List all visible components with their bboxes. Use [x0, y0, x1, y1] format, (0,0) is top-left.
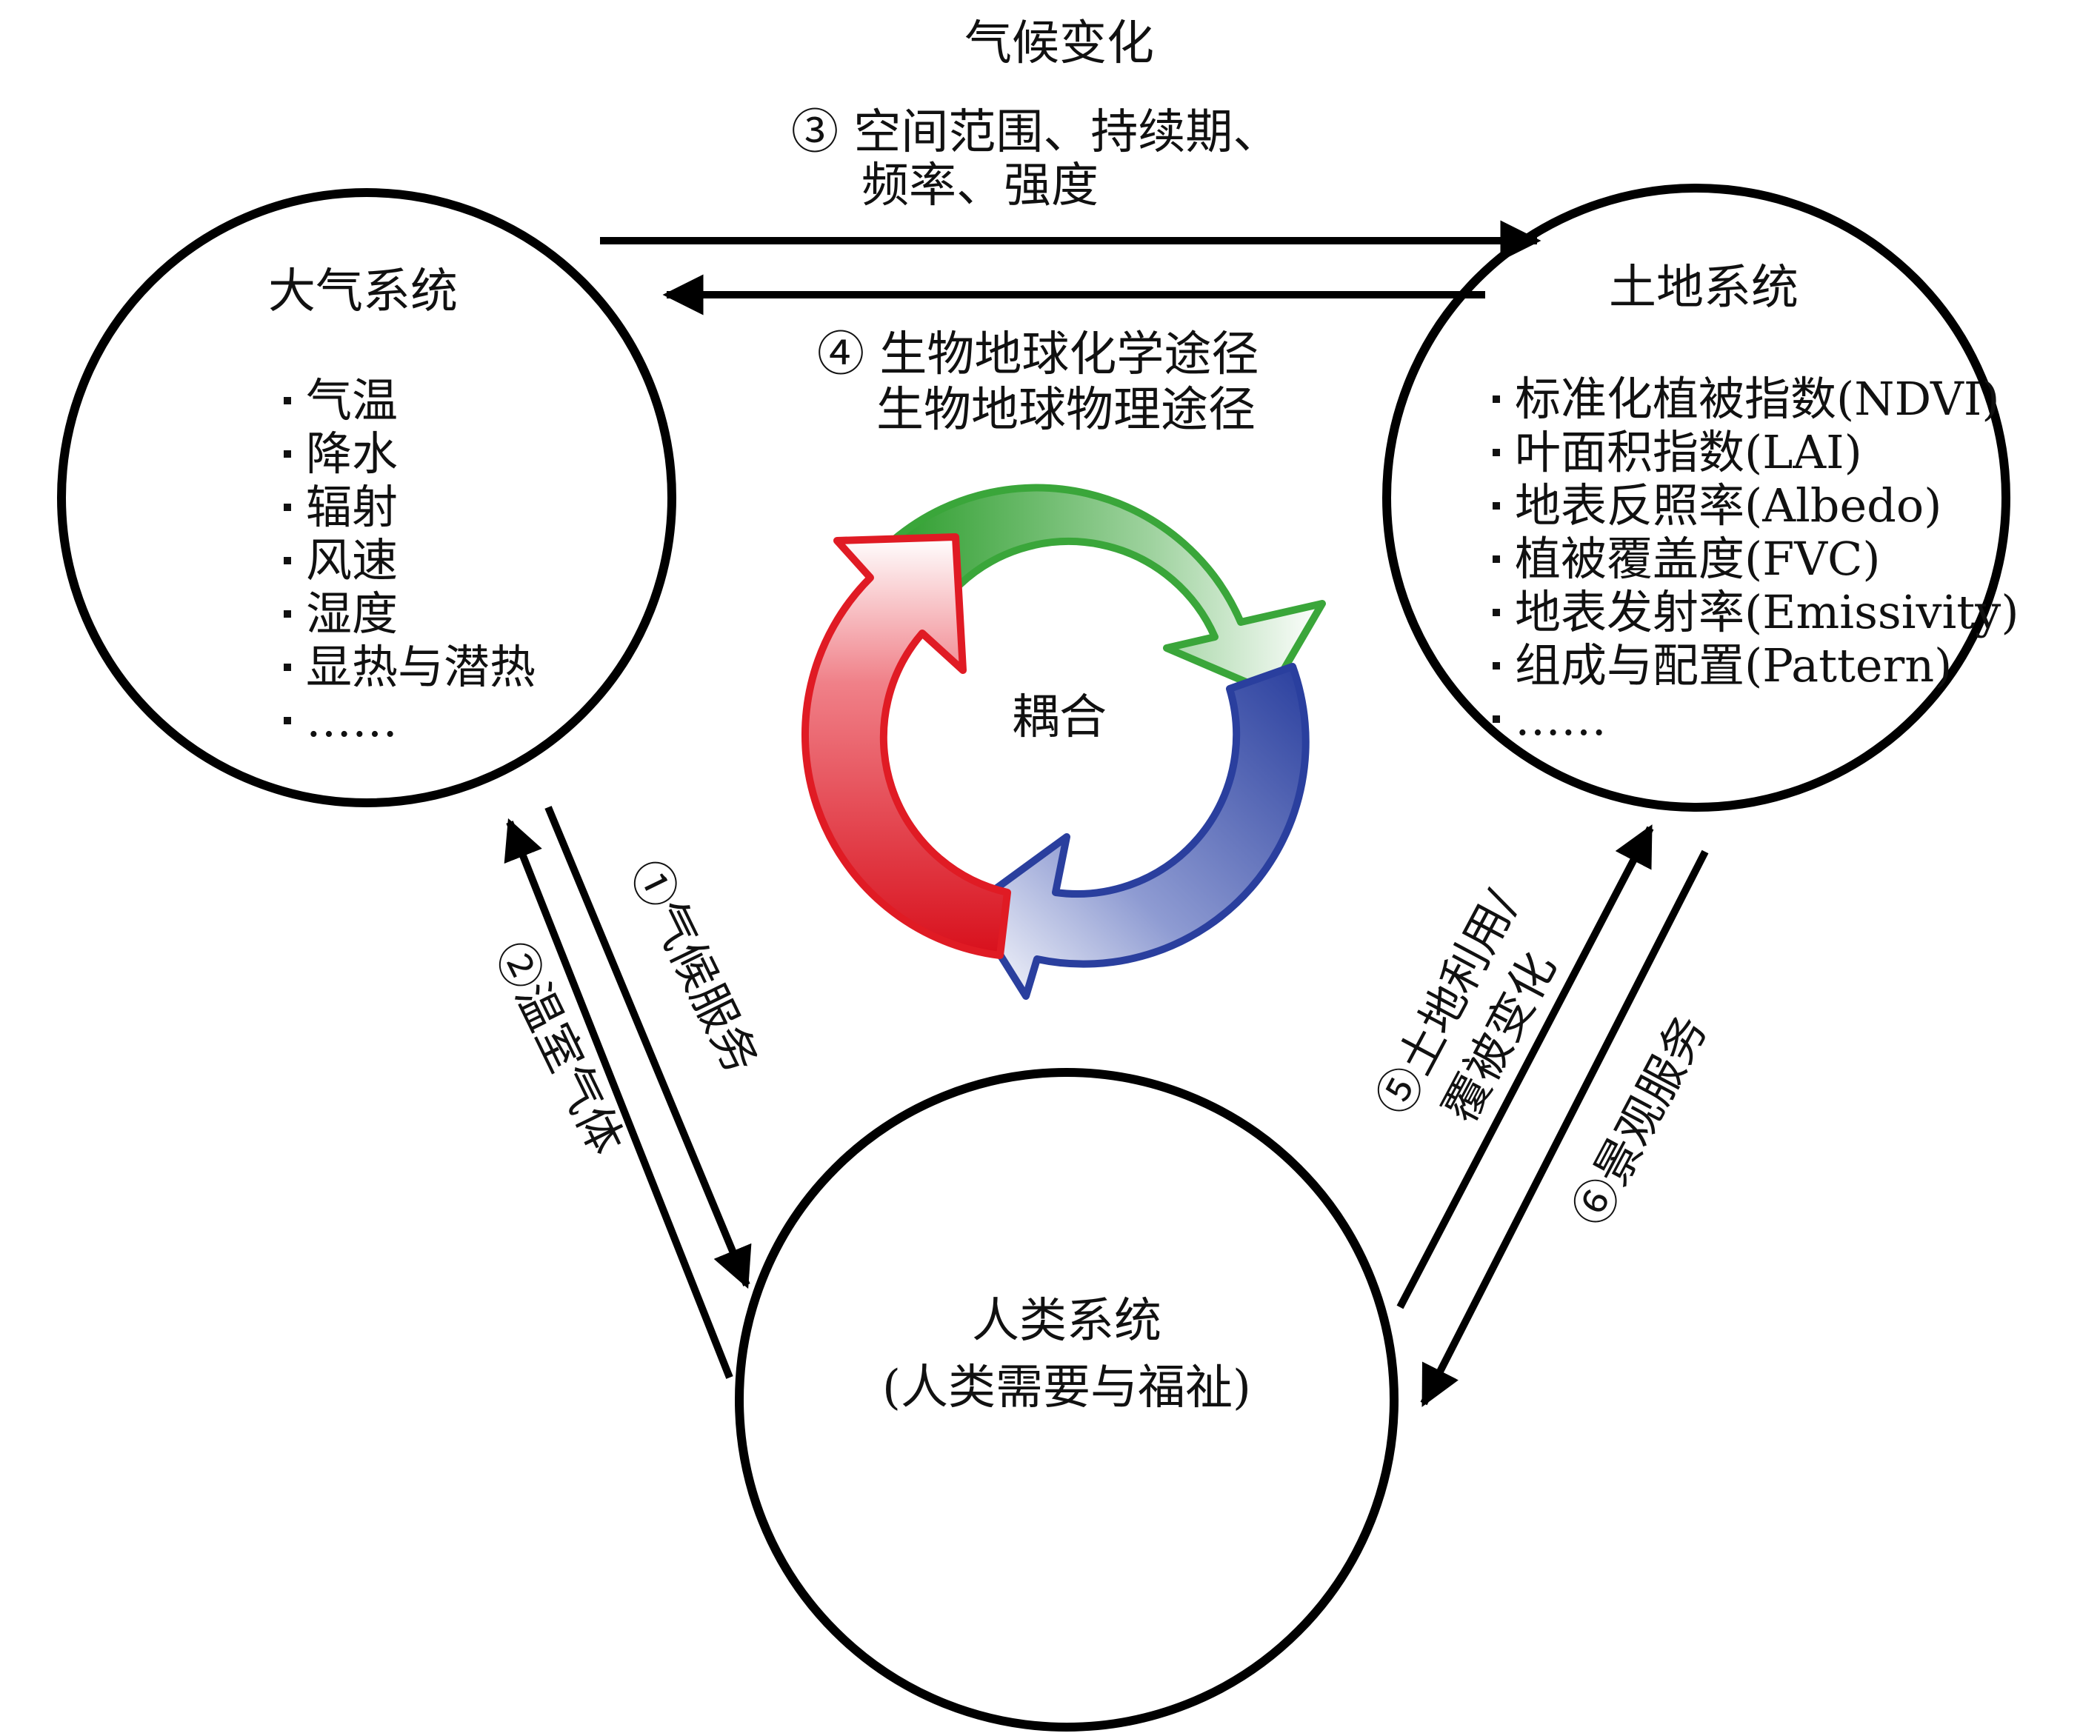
land-bullet [1493, 449, 1500, 456]
land-item: …… [1515, 692, 1607, 746]
climate-change-title: 气候变化 [964, 16, 1154, 71]
cycle-arrow-green [889, 484, 1326, 696]
atmosphere-item: 气温 [306, 373, 398, 427]
atmosphere-title: 大气系统 [268, 264, 458, 319]
land-item: 标准化植被指数(NDVI) [1515, 372, 2000, 426]
land-bullet [1493, 609, 1500, 616]
land-item: 植被覆盖度(FVC) [1515, 532, 1881, 586]
arrow-3-label-line1: ③ 空间范围、持续期、 [791, 105, 1280, 160]
land-bullet [1493, 502, 1500, 510]
land-item: 地表发射率(Emissivity) [1515, 585, 2019, 639]
arrow-4-label-line1: ④ 生物地球化学途径 [817, 327, 1259, 382]
cycle-arrow-blue [967, 663, 1310, 1000]
human-title: 人类系统 [972, 1294, 1161, 1349]
land-bullet [1493, 395, 1500, 403]
coupling-cycle-graphic [801, 484, 1326, 1000]
arrow-5 [1396, 824, 1654, 1309]
atmosphere-item: 风速 [306, 533, 398, 587]
atmosphere-item: …… [306, 693, 398, 747]
atmosphere-bullet [284, 664, 291, 671]
coupling-label: 耦合 [1012, 690, 1107, 745]
atmosphere-item-list: 气温降水辐射风速湿度显热与潜热…… [284, 373, 536, 747]
atmosphere-bullet [284, 450, 291, 458]
arrow-1 [544, 806, 752, 1289]
arrow-6 [1420, 849, 1709, 1407]
land-bullet [1493, 715, 1500, 723]
atmosphere-bullet [284, 610, 291, 618]
atmosphere-bullet [284, 717, 291, 724]
atmosphere-item: 辐射 [306, 480, 398, 534]
land-item: 地表反照率(Albedo) [1515, 478, 1941, 533]
arrow-2 [504, 818, 733, 1379]
arrow-4-label-line2: 生物地球物理途径 [876, 383, 1256, 438]
atmosphere-item: 降水 [306, 427, 398, 481]
land-circle [1382, 184, 2010, 812]
human-circle [735, 1068, 1399, 1732]
land-bullet [1493, 662, 1500, 670]
atmosphere-bullet [284, 397, 291, 404]
atmosphere-bullet [284, 557, 291, 564]
atmosphere-circle [57, 188, 676, 807]
arrow-1-label: ①气候服务 [620, 852, 770, 1082]
atmosphere-item: 湿度 [306, 587, 398, 641]
land-item: 组成与配置(Pattern) [1515, 638, 1952, 692]
atmosphere-item: 显热与潜热 [306, 640, 536, 694]
land-item-list: 标准化植被指数(NDVI)叶面积指数(LAI)地表反照率(Albedo)植被覆盖… [1493, 372, 2019, 746]
land-item: 叶面积指数(LAI) [1515, 425, 1862, 479]
land-title: 土地系统 [1609, 261, 1799, 316]
land-bullet [1493, 555, 1500, 563]
cycle-arrow-red [801, 533, 1011, 959]
arrow-6-label: ⑥景观服务 [1562, 1006, 1718, 1235]
arrow-3-label-line2: 频率、强度 [861, 158, 1099, 213]
atmosphere-bullet [284, 504, 291, 511]
human-subtitle: (人类需要与福祉) [882, 1361, 1251, 1415]
